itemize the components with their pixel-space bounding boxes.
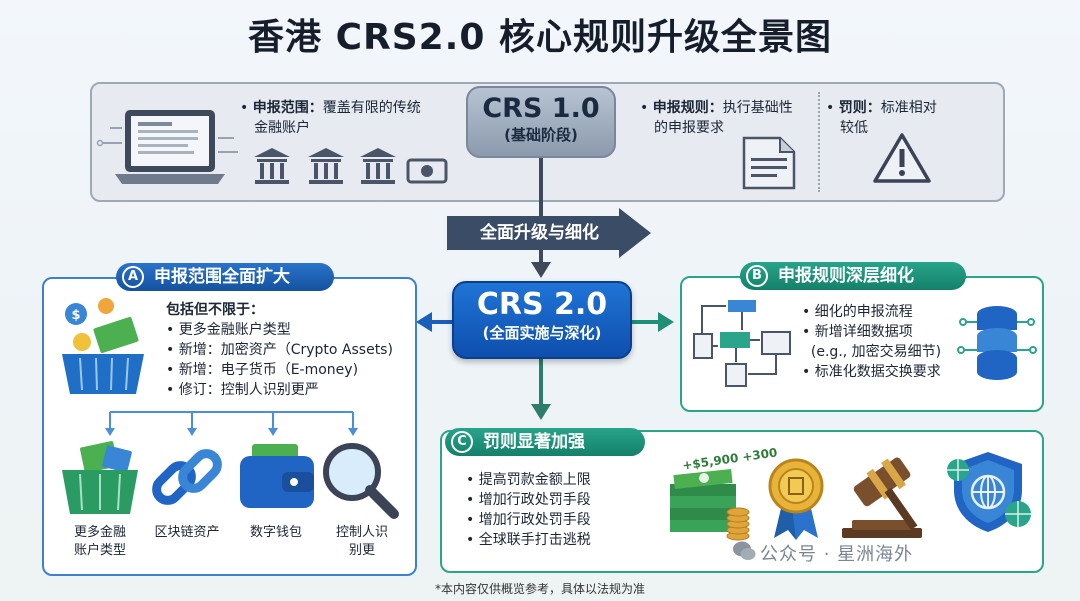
section-c-title: 罚则显著加强 [483,432,585,452]
crs1-scope-label: 申报范围： [252,100,323,116]
section-b-list: • 细化的申报流程 • 新增详细数据项 (e.g., 加密交易细节) • 标准化… [802,302,941,382]
section-b-item: • 标准化数据交换要求 [802,364,941,380]
section-a-item: • 更多金融账户类型 [166,322,291,338]
crs1-name: CRS 1.0 [482,93,600,124]
crs1-penalty: • 罚则：标准相对 较低 [826,100,937,136]
security-shield-icon [947,452,1031,532]
caption-wallet: 数字钱包 [236,524,316,542]
caption-blockchain: 区块链资产 [142,524,232,542]
caption-line: 账户类型 [73,543,126,558]
wallet-basket-icon [62,441,138,514]
section-c-tag: C 罚则显著加强 [445,428,645,456]
crs1-rules-text-1: 执行基础性 [722,100,793,116]
crs1-hub: CRS 1.0 (基础阶段) [466,86,616,158]
money-stack-icon [670,469,750,541]
section-b-item: • 细化的申报流程 [802,304,913,320]
caption-line: 数字钱包 [249,525,302,540]
section-c-item: • 提高罚款金额上限 [466,472,591,488]
flowchart-icon [693,300,791,387]
laptop-icon [96,110,238,184]
caption-controller: 控制人识 别更 [322,524,402,560]
upgrade-arrow: 全面升级与细化 [447,208,651,258]
crs1-rules-label: 申报规则： [652,100,723,116]
warning-icon [873,133,931,183]
database-icon [957,306,1037,380]
crs2-hub: CRS 2.0 (全面实施与深化) [452,281,632,359]
section-a-title: 申报范围全面扩大 [154,267,290,287]
bank-icon [254,148,448,184]
crs1-penalty-text-1: 标准相对 [880,100,937,116]
caption-line: 更多金融 [73,525,126,540]
crs1-stage: (基础阶段) [504,126,578,144]
crs1-rules: • 申报规则：执行基础性 的申报要求 [640,100,793,136]
section-c-letter: C [451,431,473,453]
section-c-item: • 全球联手打击逃税 [466,532,591,548]
digital-wallet-icon [240,444,314,508]
document-icon [742,136,796,190]
watermark: 公众号 · 星洲海外 [760,544,914,565]
section-a-letter: A [122,266,144,288]
section-b-tag: B 申报规则深层细化 [740,262,966,290]
crs1-scope-text-2: 金融账户 [254,120,310,136]
crs1-penalty-label: 罚则： [838,100,881,116]
magnifier-icon [323,443,399,519]
caption-line: 区块链资产 [154,525,220,540]
section-b-item: (e.g., 加密交易细节) [802,344,942,360]
svg-text:$: $ [71,308,80,323]
section-a-list: 包括但不限于： • 更多金融账户类型 • 新增：加密资产（Crypto Asse… [166,300,393,400]
section-a-item: • 修订：控制人识别更严 [166,382,319,398]
crs1-scope-text-1: 覆盖有限的传统 [322,100,421,116]
crs1-scope: • 申报范围：覆盖有限的传统 金融账户 [240,100,421,136]
section-a-tag: A 申报范围全面扩大 [116,263,334,291]
section-a-item: • 新增：电子货币（E-money) [166,362,359,378]
section-c-item: • 增加行政处罚手段 [466,512,591,528]
section-b-letter: B [746,265,768,287]
caption-line: 控制人识 [335,525,388,540]
crs2-name: CRS 2.0 [476,287,608,322]
divider [818,92,820,192]
gavel-icon [842,457,922,538]
caption-line: 别更 [348,543,375,558]
page-title: 香港 CRS2.0 核心规则升级全景图 [248,17,832,58]
section-a-intro: 包括但不限于： [166,302,264,318]
section-b-title: 申报规则深层细化 [778,266,914,286]
section-b-item: • 新增详细数据项 [802,324,913,340]
section-c-item: • 增加行政处罚手段 [466,492,591,508]
blockchain-link-icon [152,449,222,505]
section-a-item: • 新增：加密资产（Crypto Assets) [166,342,393,358]
crs2-stage: (全面实施与深化) [482,324,602,342]
wechat-icon [733,541,756,560]
upgrade-label: 全面升级与细化 [480,223,599,243]
caption-accounts: 更多金融 账户类型 [60,524,140,560]
branch-arrows [105,411,358,436]
basket-money-icon: $ [62,298,144,394]
crs1-rules-text-2: 的申报要求 [654,120,724,136]
medal-icon [768,458,824,540]
footnote: *本内容仅供概览参考，具体以法规为准 [434,582,645,596]
crs1-penalty-text-2: 较低 [840,120,868,136]
section-c-list: • 提高罚款金额上限 • 增加行政处罚手段 • 增加行政处罚手段 • 全球联手打… [466,470,591,550]
